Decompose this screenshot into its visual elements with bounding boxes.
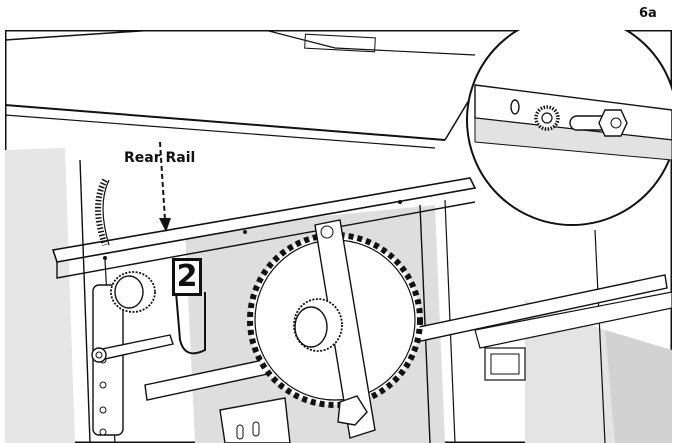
center-knob-icon [293,298,343,352]
table-top-back-edge [5,30,156,41]
left-panel-shade [5,148,75,443]
bolt-icon [569,109,628,137]
washer-icon [534,105,560,131]
rear-rail [51,177,477,263]
rear-rail-callout: Rear Rail [124,150,196,166]
step-number-badge: 2 [172,258,202,296]
table-saw-rear-illustration [5,30,672,443]
figure-label: 6a [639,6,657,21]
table-top-thickness [5,114,436,149]
illustration-frame: Rear Rail 2 [5,30,672,443]
dashed-arrow-icon [159,141,166,221]
left-knob-icon [110,271,156,313]
blade-slot [304,33,376,53]
throat-plate-edge [264,30,476,56]
u-tube [174,279,206,355]
arrow-head [159,218,171,232]
detail-hole [510,99,520,115]
left-bracket [92,284,124,436]
arbor-nut [337,395,368,426]
tilt-scale [95,178,108,246]
right-floor-shade [605,330,672,443]
right-rod [474,291,672,349]
arbor-arm [314,219,376,439]
table-top-front-edge [5,104,446,141]
